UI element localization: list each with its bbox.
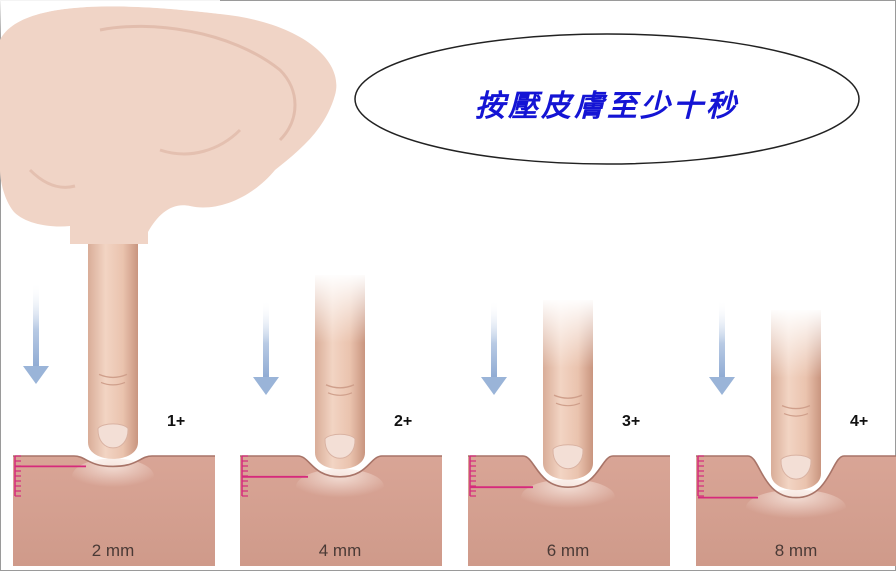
- down-arrow-icon: [23, 282, 49, 384]
- down-arrow-icon: [481, 300, 507, 395]
- dent-glow: [521, 479, 615, 515]
- dent-glow: [72, 458, 154, 494]
- panel-4: [696, 300, 896, 566]
- hand-illustration: [0, 0, 336, 244]
- panel-1: [13, 226, 215, 566]
- dent-glow: [746, 490, 846, 526]
- grade-label: 4+: [850, 413, 868, 431]
- down-arrow-icon: [253, 300, 279, 395]
- finger-fade: [313, 273, 367, 343]
- depth-label: 6 mm: [508, 541, 628, 561]
- panels-layer: [13, 226, 896, 566]
- finger-fade: [541, 298, 595, 368]
- grade-label: 2+: [394, 413, 412, 431]
- down-arrow-icon: [709, 300, 735, 395]
- depth-label: 2 mm: [53, 541, 173, 561]
- depth-label: 8 mm: [736, 541, 856, 561]
- dent-glow: [296, 469, 384, 505]
- grade-label: 3+: [622, 413, 640, 431]
- finger-fade: [769, 308, 823, 378]
- depth-label: 4 mm: [280, 541, 400, 561]
- callout-text: 按壓皮膚至少十秒: [354, 33, 860, 165]
- grade-label: 1+: [167, 413, 185, 431]
- panel-3: [468, 298, 670, 566]
